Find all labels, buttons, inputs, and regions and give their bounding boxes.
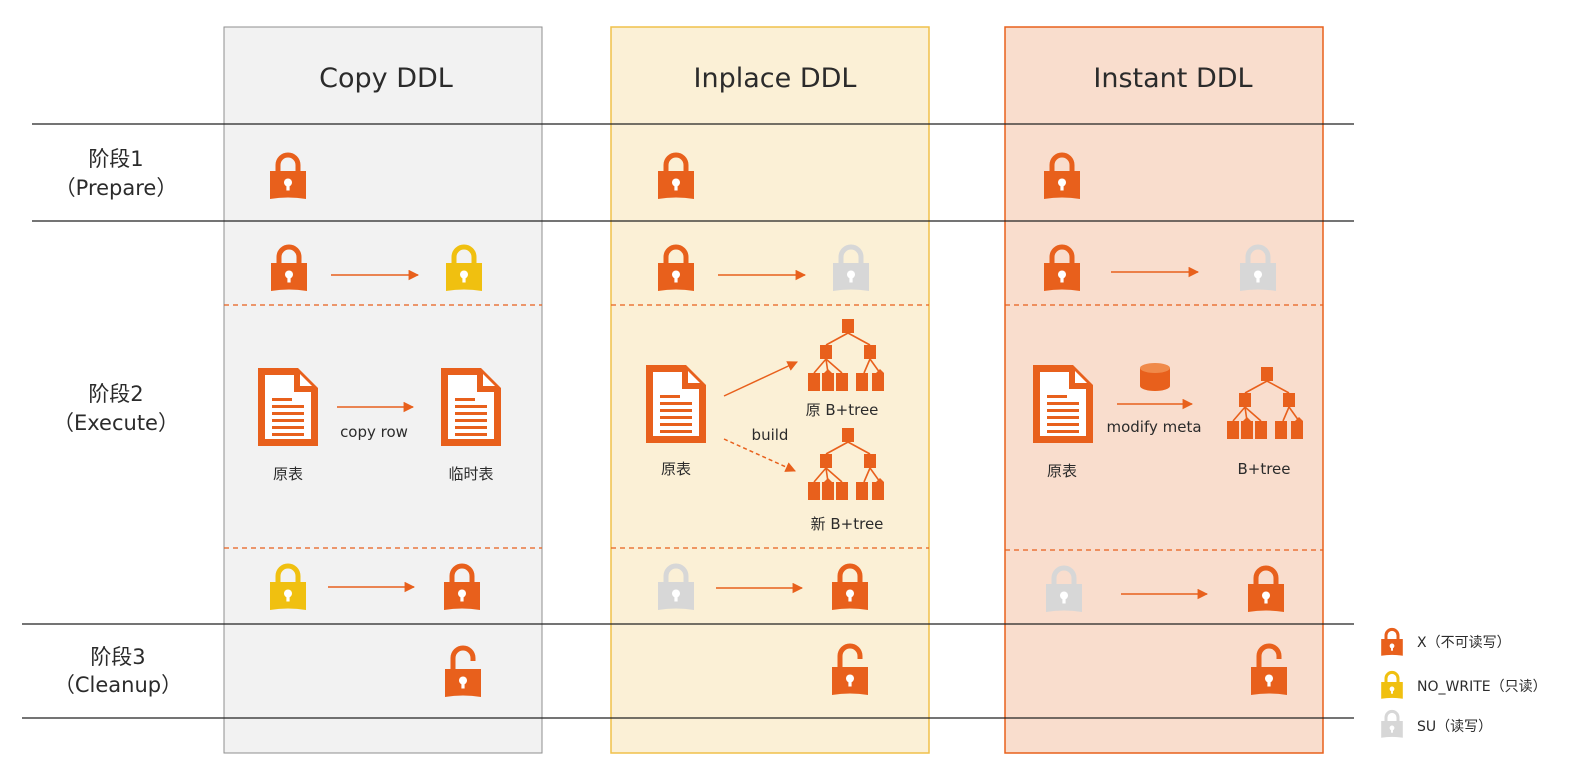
inplace-ddl-title: Inplace DDL — [694, 63, 857, 94]
inplace-build-arrow — [723, 438, 796, 472]
legend-x-label: X（不可读写） — [1417, 634, 1511, 651]
instant-source-table-doc-icon — [1033, 365, 1093, 443]
stage2-sub: （Execute） — [53, 411, 179, 435]
copy-source-table-doc-icon — [258, 368, 318, 446]
legend-su-label: SU（读写） — [1417, 718, 1492, 735]
legend-x-lock-icon — [1380, 627, 1404, 657]
stage2-dashed-dividers — [224, 304, 1323, 551]
stage1-name: 阶段1 — [88, 147, 143, 171]
inplace-build-label: build — [752, 426, 789, 444]
inplace-old-btree-label: 原 B+tree — [806, 401, 879, 419]
modify-meta-label: modify meta — [1106, 418, 1201, 436]
instant-source-label: 原表 — [1047, 462, 1077, 480]
stage3-name: 阶段3 — [90, 645, 145, 669]
inplace-new-btree-label: 新 B+tree — [811, 515, 884, 533]
stage1-sub: （Prepare） — [55, 176, 178, 200]
copy-temp-table-doc-icon — [441, 368, 501, 446]
inplace-source-label: 原表 — [661, 460, 691, 478]
inplace-old-tree-arrow — [723, 361, 798, 397]
legend-no-write-lock-icon — [1380, 670, 1404, 700]
lock-legend: X（不可读写） NO_WRITE（只读） SU（读写） — [1380, 627, 1547, 739]
copy-source-label: 原表 — [273, 465, 303, 483]
instant-btree-label: B+tree — [1237, 460, 1290, 478]
copy-row-label: copy row — [340, 423, 408, 441]
copy-ddl-title: Copy DDL — [319, 63, 453, 94]
legend-no-write-label: NO_WRITE（只读） — [1417, 678, 1547, 695]
stage2-name: 阶段2 — [88, 382, 143, 406]
metadata-cylinder-icon — [1140, 363, 1170, 391]
inplace-source-table-doc-icon — [646, 365, 706, 443]
legend-su-lock-icon — [1380, 709, 1404, 739]
instant-ddl-title: Instant DDL — [1093, 63, 1252, 94]
stage3-sub: （Cleanup） — [54, 673, 182, 697]
copy-target-label: 临时表 — [448, 465, 493, 483]
